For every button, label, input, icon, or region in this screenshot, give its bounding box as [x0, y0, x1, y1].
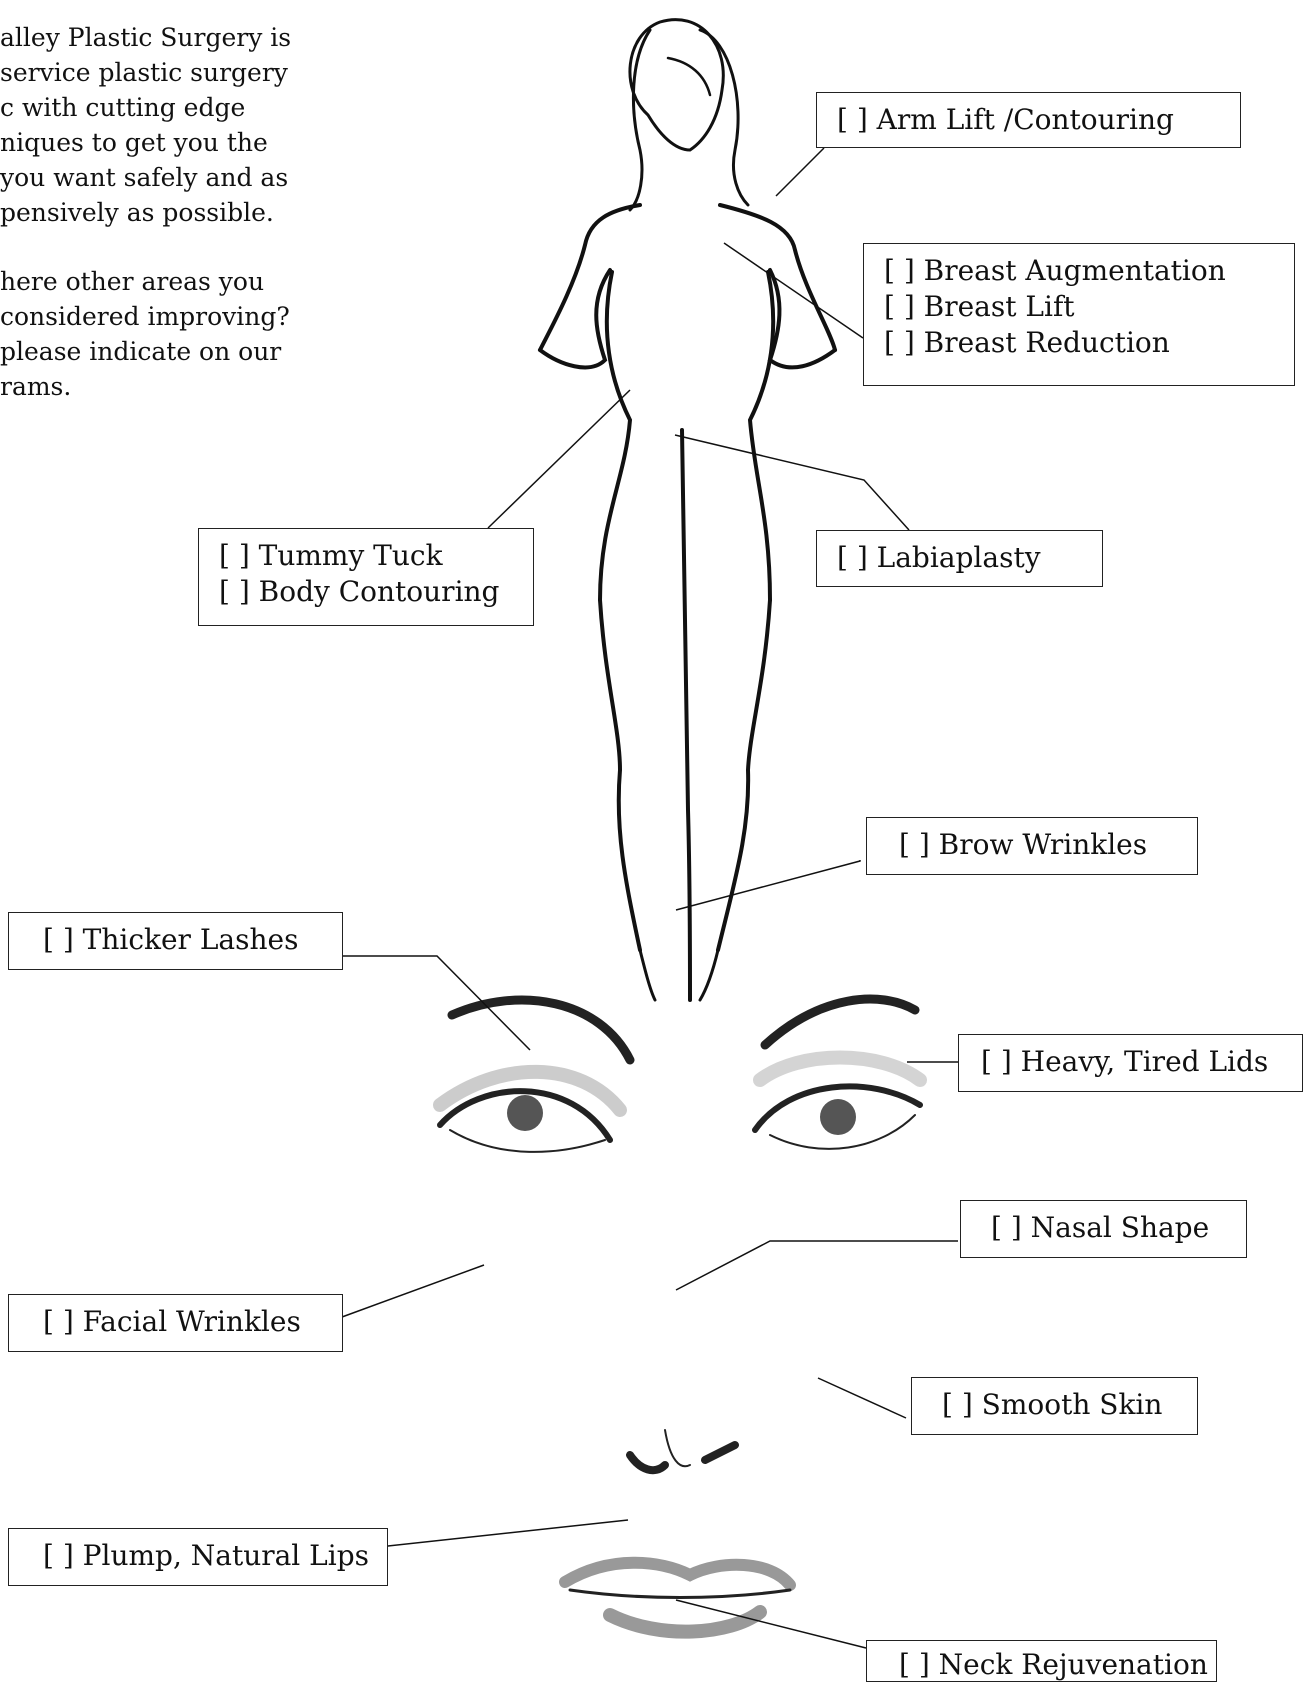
- left-arm: [540, 270, 610, 367]
- option-brow-wrinkles[interactable]: [ ] Brow Wrinkles: [899, 827, 1197, 863]
- leader-nasal: [676, 1241, 958, 1290]
- intro-text: alley Plastic Surgery is service plastic…: [0, 20, 340, 438]
- leader-breast: [724, 243, 863, 338]
- intro-paragraph-1: alley Plastic Surgery is service plastic…: [0, 20, 340, 230]
- option-neck-rejuvenation[interactable]: [ ] Neck Rejuvenation: [899, 1647, 1216, 1683]
- option-facial-wrinkles[interactable]: [ ] Facial Wrinkles: [43, 1304, 342, 1340]
- left-leg: [600, 600, 640, 950]
- nose-tip: [665, 1430, 690, 1466]
- right-waist: [750, 272, 773, 600]
- option-plump-natural-lips[interactable]: [ ] Plump, Natural Lips: [43, 1538, 387, 1574]
- nasal-options-box: [ ] Nasal Shape: [960, 1200, 1247, 1258]
- upper-lip: [565, 1563, 790, 1585]
- option-arm-lift[interactable]: [ ] Arm Lift /Contouring: [837, 102, 1240, 138]
- face-sketch: [440, 999, 920, 1632]
- nostril-right: [705, 1445, 735, 1460]
- skin-options-box: [ ] Smooth Skin: [911, 1377, 1198, 1435]
- breast-options-box: [ ] Breast Augmentation [ ] Breast Lift …: [863, 243, 1295, 386]
- option-heavy-tired-lids[interactable]: [ ] Heavy, Tired Lids: [981, 1044, 1302, 1080]
- lips-options-box: [ ] Plump, Natural Lips: [8, 1528, 388, 1586]
- option-breast-augmentation[interactable]: [ ] Breast Augmentation: [884, 253, 1294, 289]
- tummy-options-box: [ ] Tummy Tuck [ ] Body Contouring: [198, 528, 534, 626]
- option-breast-reduction[interactable]: [ ] Breast Reduction: [884, 325, 1294, 361]
- right-brow: [765, 999, 915, 1045]
- nostril-left: [630, 1455, 665, 1470]
- option-thicker-lashes[interactable]: [ ] Thicker Lashes: [43, 922, 342, 958]
- option-breast-lift[interactable]: [ ] Breast Lift: [884, 289, 1294, 325]
- center-leg-line: [682, 430, 690, 1000]
- facial-options-box: [ ] Facial Wrinkles: [8, 1294, 343, 1352]
- leader-facial: [342, 1265, 484, 1317]
- body-silhouette: [540, 20, 835, 1000]
- right-eyeshadow: [760, 1058, 920, 1081]
- neck-options-box: [ ] Neck Rejuvenation: [866, 1640, 1217, 1682]
- lids-options-box: [ ] Heavy, Tired Lids: [958, 1034, 1303, 1092]
- left-waist: [600, 272, 630, 600]
- hair-right: [700, 30, 748, 205]
- left-shoulder: [540, 205, 640, 350]
- leader-tummy: [488, 390, 630, 528]
- option-smooth-skin[interactable]: [ ] Smooth Skin: [942, 1387, 1197, 1423]
- lashes-options-box: [ ] Thicker Lashes: [8, 912, 343, 970]
- lip-line: [570, 1590, 790, 1598]
- leader-arm: [776, 148, 824, 196]
- arm-options-box: [ ] Arm Lift /Contouring: [816, 92, 1241, 148]
- option-tummy-tuck[interactable]: [ ] Tummy Tuck: [219, 538, 533, 574]
- labia-options-box: [ ] Labiaplasty: [816, 530, 1103, 587]
- feet-hint: [640, 950, 718, 1000]
- option-labiaplasty[interactable]: [ ] Labiaplasty: [837, 540, 1102, 576]
- leader-skin: [818, 1378, 906, 1418]
- leader-labia: [675, 435, 909, 530]
- left-brow: [452, 1000, 630, 1060]
- brow-options-box: [ ] Brow Wrinkles: [866, 817, 1198, 875]
- left-iris: [507, 1095, 543, 1131]
- option-nasal-shape[interactable]: [ ] Nasal Shape: [991, 1210, 1246, 1246]
- option-body-contouring[interactable]: [ ] Body Contouring: [219, 574, 533, 610]
- right-arm: [770, 270, 835, 367]
- hair-part: [668, 58, 710, 95]
- leader-brow: [676, 860, 860, 910]
- intro-paragraph-2: here other areas you considered improvin…: [0, 264, 340, 404]
- left-eye-lower: [450, 1130, 605, 1152]
- right-iris: [820, 1099, 856, 1135]
